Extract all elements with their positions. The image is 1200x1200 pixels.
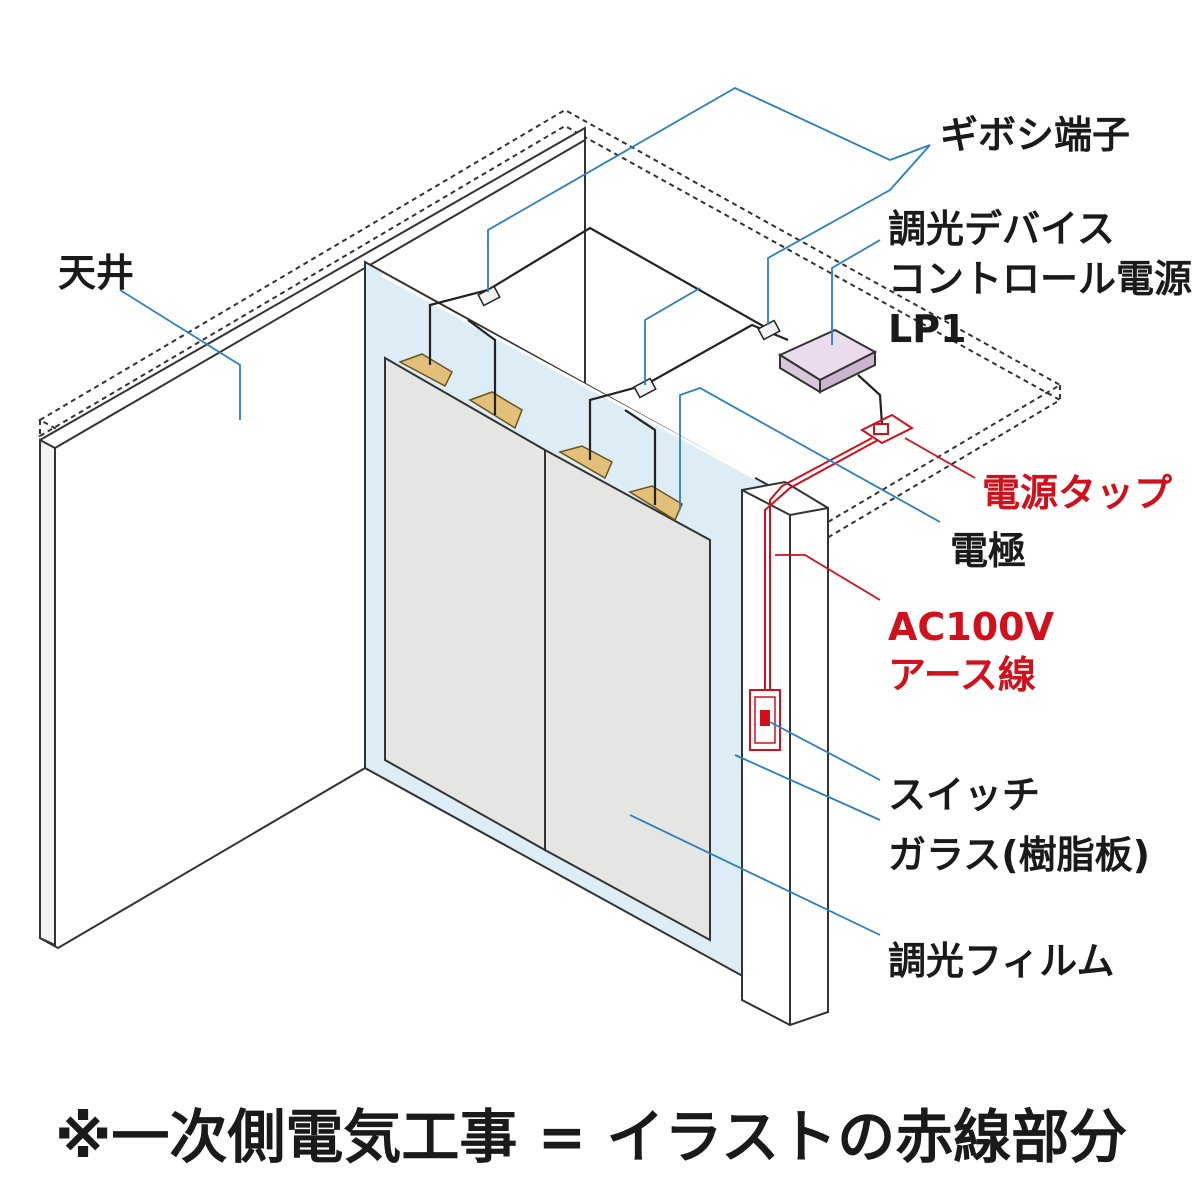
label-power-supply-2: コントロール電源 bbox=[888, 257, 1193, 301]
label-power-supply-3: LP1 bbox=[888, 307, 967, 351]
label-film: 調光フィルム bbox=[888, 939, 1115, 983]
red-leader-lines bbox=[775, 437, 976, 601]
primary-wiring bbox=[764, 437, 879, 690]
pillar bbox=[741, 480, 829, 1027]
label-power-tap: 電源タップ bbox=[982, 471, 1173, 515]
switch bbox=[749, 689, 781, 751]
label-earth-wire: アース線 bbox=[888, 653, 1036, 697]
leader-lines bbox=[119, 86, 941, 936]
caption: ※一次側電気工事 = イラストの赤線部分 bbox=[55, 1103, 1128, 1171]
label-ac100v: AC100V bbox=[888, 605, 1055, 649]
terminals bbox=[477, 285, 781, 399]
label-glass: ガラス(樹脂板) bbox=[888, 833, 1150, 877]
label-electrode: 電極 bbox=[950, 529, 1027, 573]
label-switch: スイッチ bbox=[888, 773, 1041, 817]
label-power-supply-1: 調光デバイス bbox=[888, 207, 1115, 251]
power-supply-box bbox=[777, 328, 878, 394]
label-ceiling: 天井 bbox=[58, 251, 135, 295]
power-tap bbox=[859, 413, 915, 445]
dimming-film bbox=[384, 356, 711, 942]
label-terminal: ギボシ端子 bbox=[940, 113, 1131, 157]
